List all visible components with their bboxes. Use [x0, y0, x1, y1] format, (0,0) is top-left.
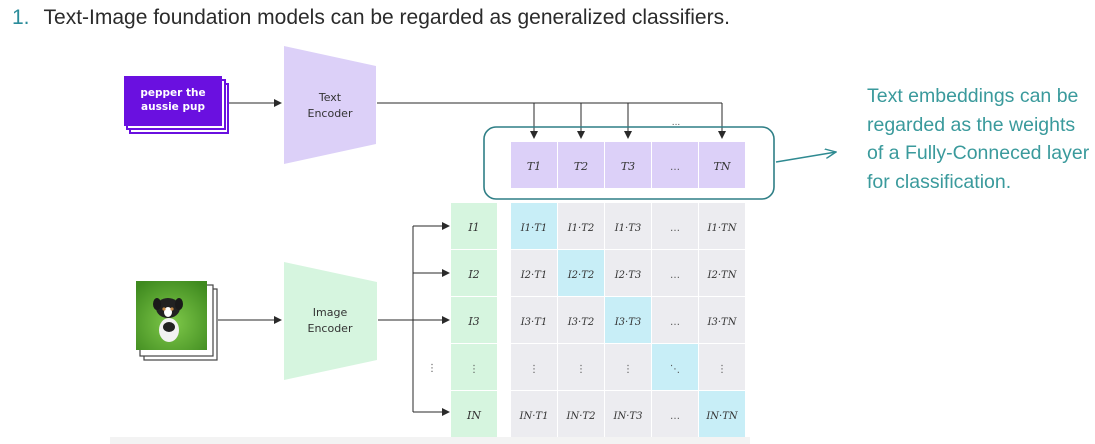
matrix-cell-label: ⋮: [576, 364, 586, 375]
matrix-cell-label: ⋮: [623, 364, 633, 375]
matrix-cell-label: I1·TN: [707, 223, 738, 234]
text-input-line2: aussie pup: [141, 101, 205, 113]
matrix-cell-label: I2·T2: [567, 270, 595, 281]
text-input-stack: pepper the aussie pup: [124, 76, 229, 134]
matrix-cell-label: I1·T2: [567, 223, 595, 234]
text-output-bus: [377, 102, 726, 139]
matrix-cell-label: IN·TN: [705, 411, 739, 422]
matrix-cell-label: ⋮: [717, 364, 727, 375]
matrix-cell: [699, 250, 745, 296]
text-embedding-t1: T1: [527, 160, 541, 173]
image-embedding-ellipsis: ⋮: [469, 364, 479, 375]
text-input-line1: pepper the: [140, 87, 205, 99]
matrix-cell-label: I2·T3: [614, 270, 642, 281]
text-encoder-line1: Text: [318, 91, 342, 104]
matrix-cell-label: IN·T1: [519, 411, 549, 422]
image-output-bus: [378, 222, 450, 416]
matrix-cell-diagonal: [652, 344, 698, 390]
matrix-cell: [511, 391, 557, 437]
highlight-pointer-arrow: [775, 152, 836, 163]
matrix-cell-label: ⋮: [529, 364, 539, 375]
matrix-cell: [558, 391, 604, 437]
text-embedding-ellipsis: …: [670, 162, 680, 173]
matrix-cell-label: …: [670, 317, 680, 328]
matrix-cell-diagonal: [558, 250, 604, 296]
matrix-cell-diagonal: [605, 297, 651, 343]
text-input-card: [124, 76, 222, 126]
matrix-cell: [511, 250, 557, 296]
matrix-cell: [652, 250, 698, 296]
bus-vertical-ellipsis: ⋮: [427, 363, 437, 374]
text-embedding-t3: T3: [621, 160, 635, 173]
image-embedding-i2: I2: [467, 268, 479, 281]
matrix-cell: [605, 203, 651, 249]
matrix-cell-label: I3·T2: [567, 317, 595, 328]
matrix-cell: [511, 297, 557, 343]
matrix-cell-label: …: [670, 411, 680, 422]
matrix-cell-label: I3·TN: [707, 317, 738, 328]
text-encoder-line2: Encoder: [308, 107, 353, 120]
matrix-cell-label: IN·T3: [613, 411, 643, 422]
image-encoder-line1: Image: [313, 306, 348, 319]
matrix-cell: [699, 297, 745, 343]
matrix-cell-diagonal: [699, 391, 745, 437]
similarity-matrix: I1·T1 I1·T2 I1·T3 … I1·TN I2·T1 I2·T2 I2·T3 … I2·…: [511, 203, 745, 437]
text-embedding-tn: TN: [714, 160, 731, 173]
text-embedding-row: T1 T2 T3 … TN: [511, 142, 745, 188]
heading-number: 1.: [12, 6, 30, 29]
matrix-cell: [511, 344, 557, 390]
matrix-cell: [699, 203, 745, 249]
matrix-cell: [652, 297, 698, 343]
heading-text: Text-Image foundation models can be rega…: [43, 6, 730, 29]
matrix-cell-label: I2·TN: [707, 270, 738, 281]
matrix-cell-label: I2·T1: [520, 270, 548, 281]
image-embedding-column: I1 I2 I3 ⋮ IN: [451, 203, 497, 437]
matrix-cell: [652, 203, 698, 249]
matrix-cell-label: …: [670, 223, 680, 234]
image-embedding-i3: I3: [467, 315, 479, 328]
puppy-image-stack: [136, 281, 218, 361]
matrix-cell-label: I3·T3: [614, 317, 642, 328]
matrix-cell-diagonal: [511, 203, 557, 249]
text-embeddings-highlight: [483, 126, 775, 200]
matrix-cell-label: IN·T2: [566, 411, 596, 422]
slide-heading: 1. Text-Image foundation models can be re…: [12, 6, 730, 30]
matrix-cell: [652, 391, 698, 437]
matrix-cell: [605, 391, 651, 437]
matrix-cell-label: …: [670, 270, 680, 281]
image-embedding-in: IN: [466, 409, 481, 422]
bottom-strip: [110, 437, 750, 444]
matrix-cell-label: I1·T1: [520, 223, 548, 234]
matrix-cell-label: I3·T1: [520, 317, 548, 328]
matrix-cell-label: ⋱: [670, 364, 680, 375]
matrix-cell: [558, 344, 604, 390]
matrix-cell: [605, 250, 651, 296]
matrix-cell-label: I1·T3: [614, 223, 642, 234]
text-encoder-block: [284, 46, 376, 164]
image-encoder-line2: Encoder: [308, 322, 353, 335]
matrix-cell: [558, 203, 604, 249]
text-embedding-t2: T2: [574, 160, 588, 173]
image-encoder-block: [284, 262, 377, 380]
annotation-note: Text embeddings can be regarded as the w…: [867, 85, 1090, 193]
matrix-cell: [699, 344, 745, 390]
matrix-cell: [558, 297, 604, 343]
matrix-cell: [605, 344, 651, 390]
image-embedding-i1: I1: [467, 221, 479, 234]
bus-ellipsis: ...: [672, 118, 681, 128]
